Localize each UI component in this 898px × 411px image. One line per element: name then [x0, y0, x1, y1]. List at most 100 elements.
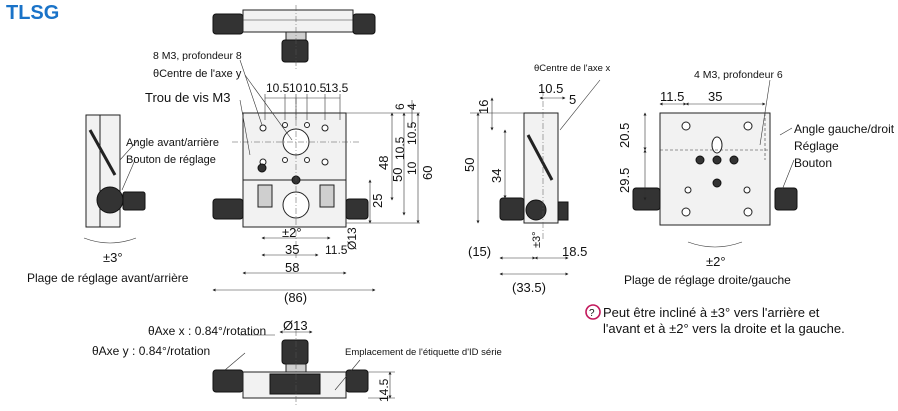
dim-top-10-5a: 10.5: [266, 81, 290, 95]
label-left-right-range: Plage de réglage droite/gauche: [624, 273, 791, 287]
dim-side-16: 16: [476, 100, 491, 114]
dim-right-29-5: 29.5: [617, 168, 632, 193]
label-axis-y-rot: θAxe y : 0.84°/rotation: [92, 344, 210, 358]
side-view-spring: [526, 134, 554, 181]
dim-r-10: 10: [405, 161, 419, 175]
dim-side-10-5: 10.5: [538, 81, 563, 96]
leader-center-axis-y: [244, 74, 293, 141]
top-view-left-block: [212, 13, 244, 35]
label-center-axis-y: θCentre de l'axe y: [153, 68, 242, 80]
left-view-spring: [88, 129, 117, 176]
leader-reglage-bouton: [781, 159, 795, 191]
right-view-left-knob: [632, 187, 661, 211]
dim-11-5: 11.5: [325, 243, 348, 257]
dim-side-pm3: ±3°: [531, 231, 543, 248]
label-center-axis-x: θCentre de l'axe x: [534, 63, 611, 74]
label-adjust-knob: Bouton de réglage: [126, 154, 216, 166]
main-view-slot-right: [319, 184, 335, 208]
label-bouton: Bouton: [794, 156, 832, 170]
top-view-body: [242, 9, 354, 33]
top-view-right-block: [352, 13, 376, 35]
left-view-leader-knob: [121, 159, 136, 191]
leader-left-right-angle: [779, 127, 793, 136]
right-view-screw: [712, 178, 722, 188]
leader-center-axis-x: [559, 79, 601, 131]
side-view-knob-body: [525, 199, 547, 221]
dim-side-18-5: 18.5: [562, 244, 587, 259]
top-view: [212, 5, 376, 70]
top-view-knob: [281, 39, 309, 63]
leader-axis-y-rot: [224, 352, 246, 371]
dim-r-25: 25: [370, 194, 385, 208]
note-pin-icon-glyph: ?: [589, 308, 595, 319]
dim-top-10-5b: 10.5: [303, 81, 327, 95]
note-line-2: l'avant et à ±2° vers la droite et la ga…: [603, 321, 845, 336]
leader-m3-depth6: [759, 79, 771, 146]
dim-86: (86): [284, 290, 307, 305]
note-line-1: Peut être incliné à ±3° vers l'arrière e…: [603, 305, 820, 320]
dim-bottom-14-5: 14.5: [377, 378, 391, 402]
label-id-location: Emplacement de l'étiquette d'ID série: [345, 347, 502, 358]
dim-side-33-5: (33.5): [512, 280, 546, 295]
drawing-title: TLSG: [6, 2, 59, 24]
dim-58: 58: [285, 260, 299, 275]
label-front-rear-range: Plage de réglage avant/arrière: [27, 271, 189, 285]
right-view-hole: [743, 121, 753, 131]
main-view-hole: [304, 157, 310, 163]
bottom-view-right-block: [345, 369, 369, 393]
side-view-right-knob: [557, 201, 569, 221]
right-view-hole: [743, 207, 753, 217]
main-view-hole: [304, 122, 310, 128]
dim-r-6: 6: [393, 103, 407, 110]
right-view: 11.5 35 4 M3, profondeur 6 20.5 29.5 Ang…: [585, 69, 895, 336]
right-view-hole: [743, 186, 751, 194]
dim-top-10a: 10: [289, 81, 303, 95]
main-view-hole: [282, 122, 288, 128]
right-view-screw: [712, 155, 722, 165]
dim-r-60: 60: [420, 166, 435, 180]
dim-pm2-right: ±2°: [706, 254, 726, 269]
left-range-arc: [83, 237, 137, 244]
side-view-left-knob: [499, 197, 525, 221]
label-screw-hole-m3: Trou de vis M3: [145, 90, 231, 105]
bottom-view-center-block: [269, 373, 321, 395]
bottom-view-left-block: [212, 369, 244, 393]
bottom-view: Ø13 θAxe x : 0.84°/rotation θAxe y : 0.8…: [92, 318, 502, 405]
dim-r-48: 48: [376, 156, 391, 170]
dim-r-4: 4: [405, 103, 419, 110]
main-view-hole: [259, 124, 267, 132]
main-view-right-knob: [345, 198, 369, 220]
right-view-screw: [729, 155, 739, 165]
left-view-base-plate: [85, 114, 101, 228]
left-view-leader-angle: [119, 139, 139, 161]
dim-side-5: 5: [569, 92, 576, 107]
main-view-slot-left: [257, 184, 273, 208]
right-view-hole: [681, 121, 691, 131]
left-view-knob: [122, 191, 146, 211]
label-m3-depth8: 8 M3, profondeur 8: [153, 50, 242, 62]
right-view-hole: [681, 207, 691, 217]
dim-top-13-5: 13.5: [325, 81, 349, 95]
dim-r-10-5a: 10.5: [405, 121, 419, 145]
leader-id-label: [334, 359, 361, 391]
dim-pm2-front: ±2°: [282, 225, 302, 240]
bottom-view-knob: [281, 339, 309, 365]
leader-m3-depth8: [239, 59, 263, 126]
dim-bottom-d13: Ø13: [283, 318, 308, 333]
dim-right-11-5: 11.5: [660, 89, 684, 104]
note-pin-icon: [585, 304, 601, 320]
label-axis-x-rot: θAxe x : 0.84°/rotation: [148, 324, 266, 338]
dim-35: 35: [285, 242, 299, 257]
right-view-plate: [659, 112, 771, 226]
main-view-screw: [257, 163, 267, 173]
left-side-view: Angle avant/arrière Bouton de réglage ±3…: [27, 114, 219, 285]
dim-left-pm3: ±3°: [103, 250, 123, 265]
label-front-rear-angle: Angle avant/arrière: [126, 137, 219, 149]
right-range-arc: [687, 241, 743, 248]
right-view-hole: [684, 186, 692, 194]
label-left-right-angle: Angle gauche/droit: [794, 122, 895, 136]
main-view: 10.5 10 10.5 13.5 8 M3, profondeur 8 θCe…: [145, 50, 435, 305]
right-view-slot: [711, 136, 723, 154]
dim-right-35: 35: [708, 89, 722, 104]
